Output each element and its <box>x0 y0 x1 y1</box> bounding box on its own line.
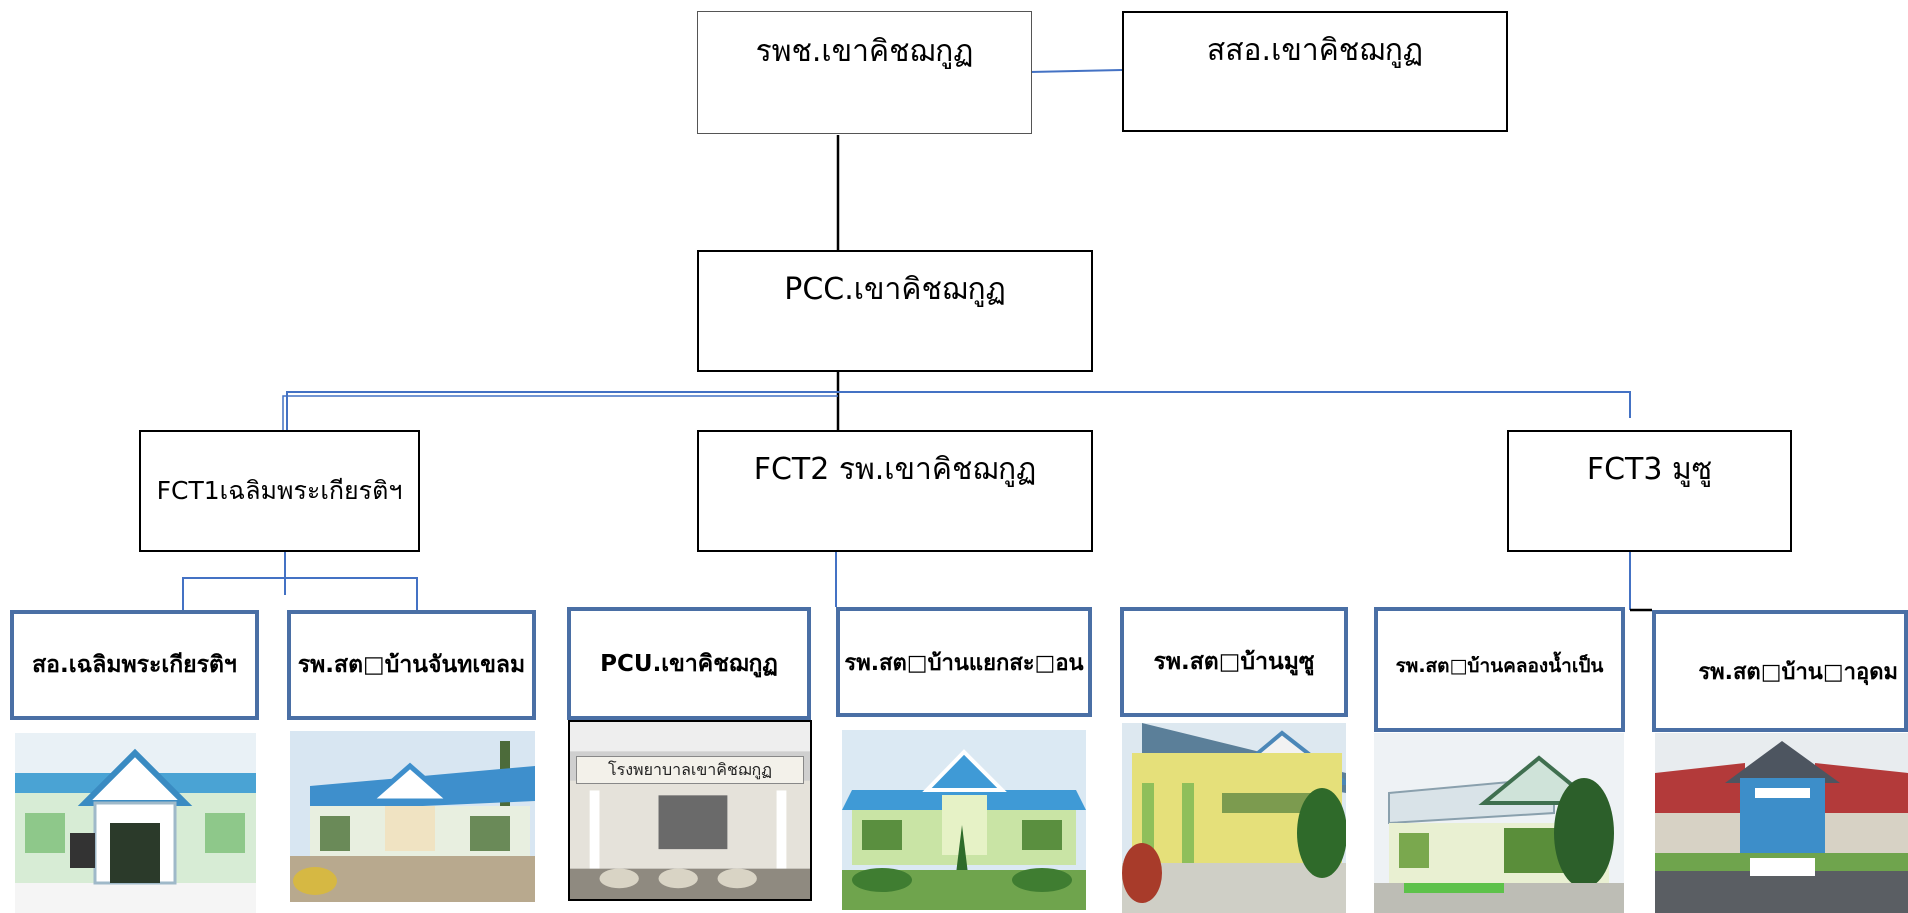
fct-bus-connector <box>286 391 1631 432</box>
building-photo-3: โรงพยาบาลเขาคิชฌกูฏ <box>568 720 812 901</box>
unit-box-2: รพ.สต□บ้านจันทเขลม <box>287 610 536 720</box>
fct1-node: FCT1เฉลิมพระเกียรติฯ <box>139 430 420 552</box>
fct3-node-label: FCT3 มูซู <box>1586 452 1713 487</box>
unit-label-2: รพ.สต□บ้านจันทเขลม <box>297 652 526 678</box>
fct1-children-connector <box>182 577 418 610</box>
building-photo-5 <box>1122 723 1346 913</box>
fct3-node: FCT3 มูซู <box>1507 430 1792 552</box>
fct1-branch-connector <box>282 395 838 432</box>
unit-box-3: PCU.เขาคิชฌกูฏ <box>567 607 811 720</box>
unit-label-7: รพ.สต□บ้าน□าอุดม <box>1698 659 1898 685</box>
root-node: รพช.เขาคิชฌกูฏ <box>697 11 1032 134</box>
unit-box-4: รพ.สต□บ้านแยกสะ□อน <box>836 607 1092 717</box>
root-to-side-connector <box>1029 69 1123 73</box>
side-node: สสอ.เขาคิชฌกูฏ <box>1122 11 1508 132</box>
fct2-node: FCT2 รพ.เขาคิชฌกูฏ <box>697 430 1093 552</box>
building-photo-2 <box>290 731 535 902</box>
unit-label-1: สอ.เฉลิมพระเกียรติฯ <box>32 652 237 678</box>
side-node-label: สสอ.เขาคิชฌกูฏ <box>1206 33 1424 68</box>
hospital-sign: โรงพยาบาลเขาคิชฌกูฏ <box>576 756 804 784</box>
fct1-node-label: FCT1เฉลิมพระเกียรติฯ <box>156 476 403 505</box>
unit-label-3: PCU.เขาคิชฌกูฏ <box>600 650 778 677</box>
pcc-node: PCC.เขาคิชฌกูฏ <box>697 250 1093 372</box>
building-photo-1 <box>15 733 256 913</box>
unit-label-4: รพ.สต□บ้านแยกสะ□อน <box>844 650 1084 676</box>
pcc-node-label: PCC.เขาคิชฌกูฏ <box>784 272 1006 307</box>
unit-label-6: รพ.สต□บ้านคลองน้ำเป็น <box>1395 655 1604 677</box>
unit-label-5: รพ.สต□บ้านมูซู <box>1153 649 1315 675</box>
building-photo-6 <box>1374 733 1624 913</box>
unit-box-5: รพ.สต□บ้านมูซู <box>1120 607 1348 717</box>
unit-box-1: สอ.เฉลิมพระเกียรติฯ <box>10 610 259 720</box>
fct2-node-label: FCT2 รพ.เขาคิชฌกูฏ <box>753 452 1037 487</box>
unit-box-7: รพ.สต□บ้าน□าอุดม <box>1652 610 1908 732</box>
unit-box-6: รพ.สต□บ้านคลองน้ำเป็น <box>1374 607 1625 732</box>
building-photo-4 <box>842 730 1086 910</box>
building-photo-7 <box>1655 733 1908 913</box>
root-node-label: รพช.เขาคิชฌกูฏ <box>755 34 974 69</box>
